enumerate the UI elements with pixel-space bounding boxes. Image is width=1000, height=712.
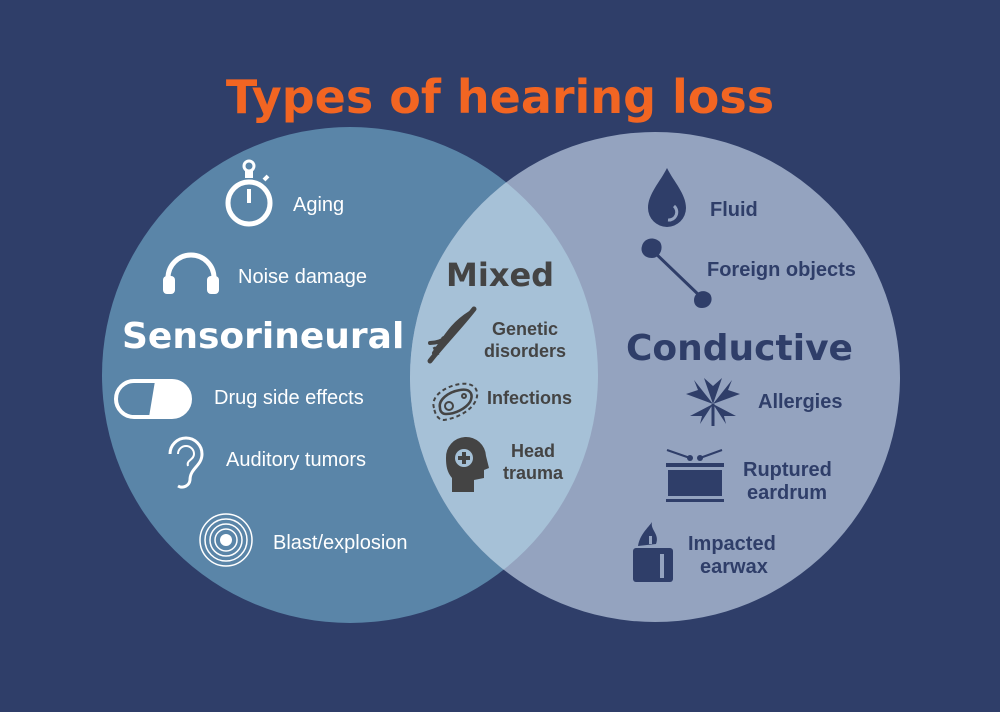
- label-line: Ruptured: [743, 459, 832, 481]
- headphones-icon: [163, 252, 219, 294]
- label-line: trauma: [502, 463, 564, 483]
- label-line: Impacted: [688, 533, 776, 555]
- label-line: Genetic: [491, 319, 559, 339]
- label-line: eardrum: [747, 482, 828, 504]
- label-line: earwax: [700, 556, 768, 578]
- item-foreign-objects: Foreign objects: [707, 259, 856, 281]
- mixed-heading: Mixed: [446, 256, 555, 294]
- conductive-heading: Conductive: [626, 328, 853, 369]
- item-fluid: Fluid: [710, 199, 758, 221]
- item-blast-explosion: Blast/explosion: [273, 532, 408, 554]
- bacteria-icon: [432, 382, 479, 422]
- droplet-icon: [648, 168, 686, 227]
- drum-icon: [666, 449, 724, 502]
- item-head-trauma: Head trauma: [493, 440, 573, 484]
- leaf-icon: [686, 378, 740, 426]
- item-aging: Aging: [293, 194, 345, 216]
- blast-icon: [199, 513, 253, 567]
- label-line: Head: [510, 441, 555, 461]
- item-drug-side-effects: Drug side effects: [214, 387, 364, 409]
- mixed-intersection: [410, 132, 598, 622]
- cotton-swab-icon: [641, 238, 712, 308]
- pill-icon: [114, 379, 192, 419]
- head-injury-icon: [445, 436, 489, 492]
- item-ruptured-eardrum: Ruptured eardrum: [743, 459, 832, 505]
- ear-icon: [168, 436, 204, 489]
- dna-icon: [427, 306, 477, 364]
- item-impacted-earwax: Impacted earwax: [688, 533, 776, 579]
- item-infections: Infections: [487, 388, 573, 408]
- item-allergies: Allergies: [758, 391, 843, 413]
- item-genetic-disorders: Genetic disorders: [482, 318, 568, 362]
- stopwatch-icon: [225, 159, 273, 227]
- sensorineural-heading: Sensorineural: [122, 316, 405, 357]
- label-line: disorders: [483, 341, 567, 361]
- candle-icon: [633, 522, 673, 582]
- item-noise-damage: Noise damage: [238, 266, 367, 288]
- page-title: Types of hearing loss: [225, 70, 775, 124]
- item-auditory-tumors: Auditory tumors: [226, 449, 367, 471]
